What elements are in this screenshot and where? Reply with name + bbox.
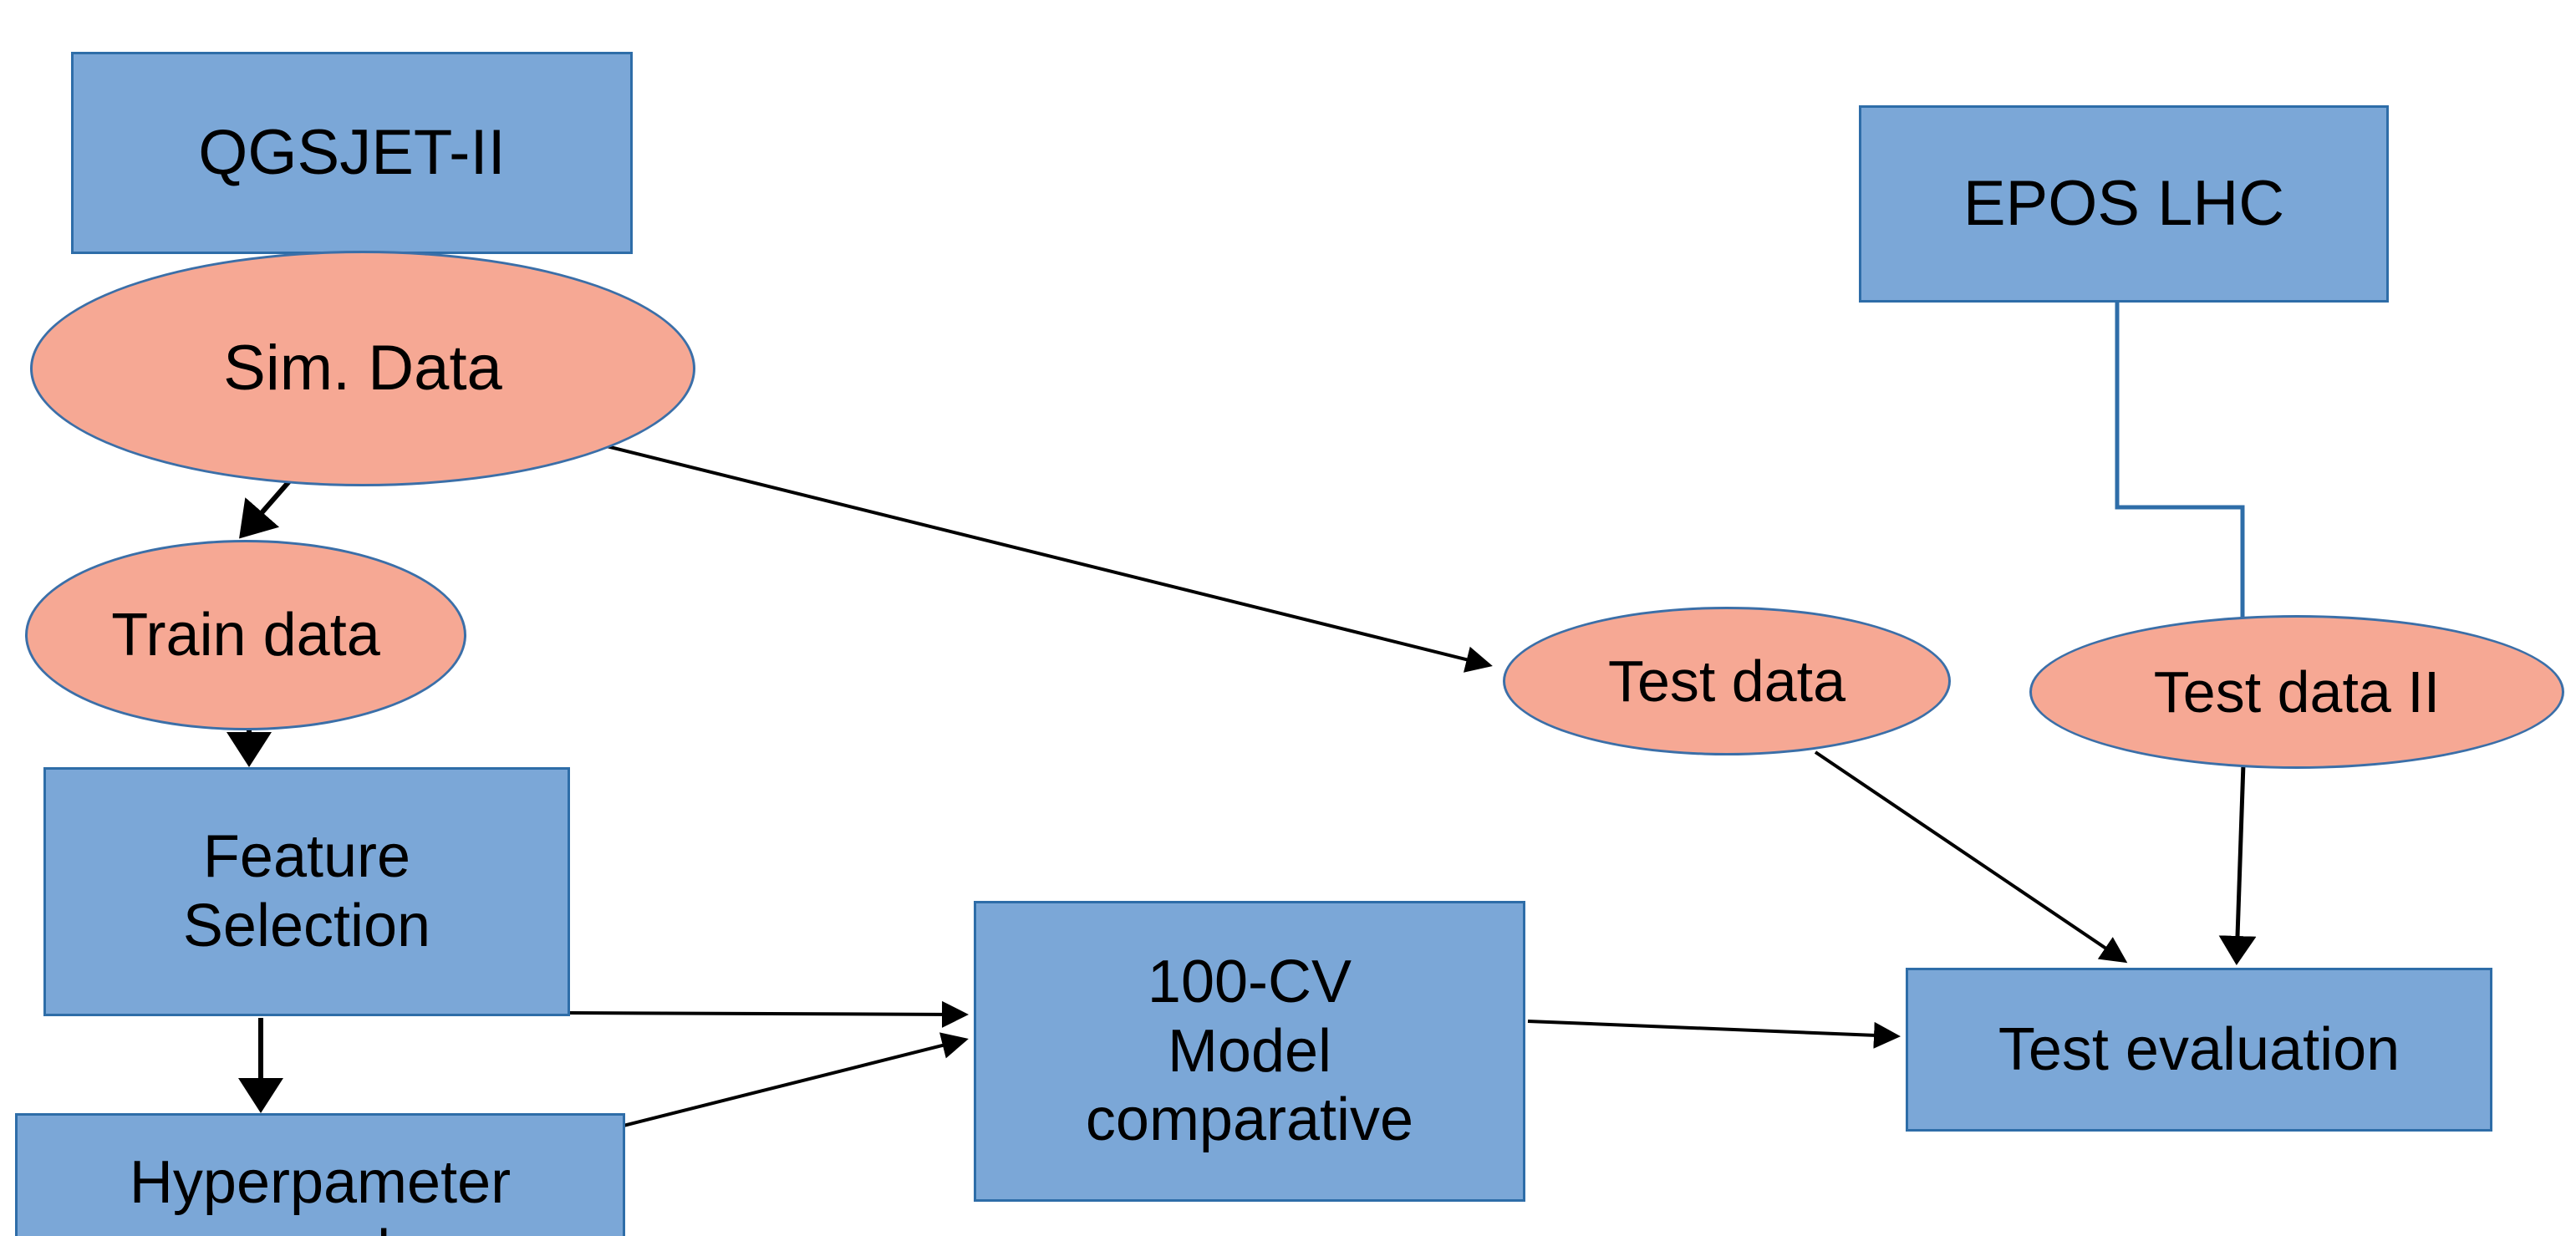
node-test-data-ii[interactable]: Test data II bbox=[2029, 615, 2564, 769]
node-hyperpameter-search[interactable]: Hyperpameter search bbox=[15, 1113, 625, 1236]
edge-eposlhc-to-testdata2 bbox=[2115, 303, 2245, 620]
node-epos-lhc-label: EPOS LHC bbox=[1963, 168, 2285, 240]
node-test-evaluation-label: Test evaluation bbox=[1998, 1015, 2400, 1083]
edge-cvmodel-to-testeval bbox=[1527, 1020, 1901, 1049]
node-epos-lhc[interactable]: EPOS LHC bbox=[1859, 105, 2389, 303]
edge-hypersearch-to-cvmodel bbox=[619, 1032, 969, 1128]
node-test-data-ii-label: Test data II bbox=[2153, 659, 2441, 725]
edge-testdata2-to-testeval bbox=[2218, 763, 2257, 965]
node-train-data[interactable]: Train data bbox=[25, 540, 466, 730]
node-qgsjet-ii[interactable]: QGSJET-II bbox=[71, 52, 633, 254]
node-sim-data-label: Sim. Data bbox=[223, 333, 502, 404]
node-feature-selection[interactable]: Feature Selection bbox=[43, 767, 570, 1016]
edge-simdata-to-testdata bbox=[599, 443, 1493, 673]
edge-testdata-to-testeval bbox=[1814, 750, 2128, 964]
node-hyperpameter-search-label: Hyperpameter search bbox=[129, 1149, 512, 1236]
node-sim-data[interactable]: Sim. Data bbox=[30, 251, 695, 486]
node-feature-selection-label: Feature Selection bbox=[182, 823, 431, 959]
node-train-data-label: Train data bbox=[111, 601, 380, 669]
node-100-cv-model-comparative[interactable]: 100-CV Model comparative bbox=[974, 901, 1525, 1202]
node-test-data[interactable]: Test data bbox=[1503, 607, 1951, 755]
node-test-data-label: Test data bbox=[1607, 648, 1846, 714]
node-test-evaluation[interactable]: Test evaluation bbox=[1906, 968, 2492, 1132]
node-qgsjet-ii-label: QGSJET-II bbox=[198, 117, 506, 189]
edge-featureselection-to-cvmodel bbox=[569, 1000, 969, 1028]
node-100-cv-model-comparative-label: 100-CV Model comparative bbox=[1085, 948, 1414, 1154]
